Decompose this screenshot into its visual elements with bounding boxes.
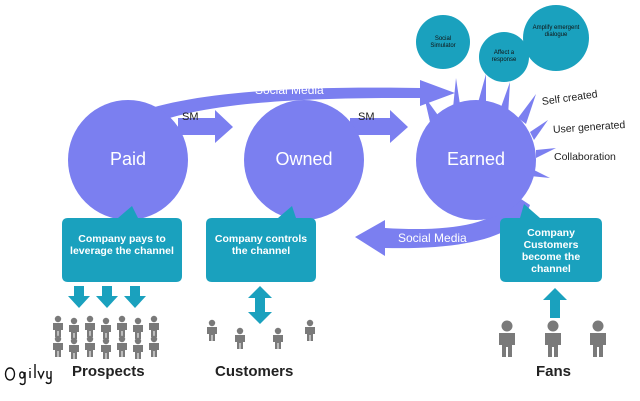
social-media-bottom-label: Social Media (398, 231, 467, 245)
paid-bubble (62, 206, 182, 282)
paid-bubble-text: Company pays to leverage the channel (70, 233, 174, 257)
paid-down-arrows (68, 286, 146, 308)
customers-label: Customers (215, 363, 294, 380)
owned-label: Owned (275, 149, 333, 169)
owned-bubble-text: Company controls the channel (214, 233, 308, 257)
social-media-bottom-arrow (355, 195, 530, 256)
fans-label: Fans (536, 363, 572, 380)
sm-label-1: SM (182, 111, 199, 123)
owned-circle (244, 100, 364, 220)
paid-circle (68, 100, 188, 220)
affect-response-text: Affect a response (491, 50, 517, 63)
collaboration-label: Collaboration (554, 151, 616, 163)
earned-bubble (500, 204, 602, 282)
paid-label: Paid (109, 149, 147, 169)
social-simulator-circle (416, 15, 470, 69)
earned-up-arrow (543, 288, 567, 318)
prospects-crowd (53, 315, 159, 359)
social-simulator-text: Social Simulator (430, 36, 456, 49)
earned-label: Earned (446, 149, 506, 169)
fans-people (499, 320, 606, 357)
earned-circle (416, 100, 536, 220)
earned-bubble-text: Company Customers become the channel (521, 227, 581, 275)
social-media-top-arrow (90, 80, 455, 150)
prospects-label: Prospects (72, 363, 145, 380)
social-media-top-label: Social Media (255, 83, 324, 97)
affect-response-circle (479, 32, 529, 82)
owned-double-arrow (248, 286, 272, 324)
amplify-text: Amplify emergent dialogue (532, 25, 580, 38)
sm-arrow-1 (178, 110, 233, 143)
amplify-circle (523, 5, 589, 71)
sm-label-2: SM (358, 111, 375, 123)
ogilvy-signature (4, 364, 52, 386)
owned-bubble (206, 206, 316, 282)
sm-arrow-2 (350, 110, 408, 143)
customers-people (207, 319, 315, 349)
